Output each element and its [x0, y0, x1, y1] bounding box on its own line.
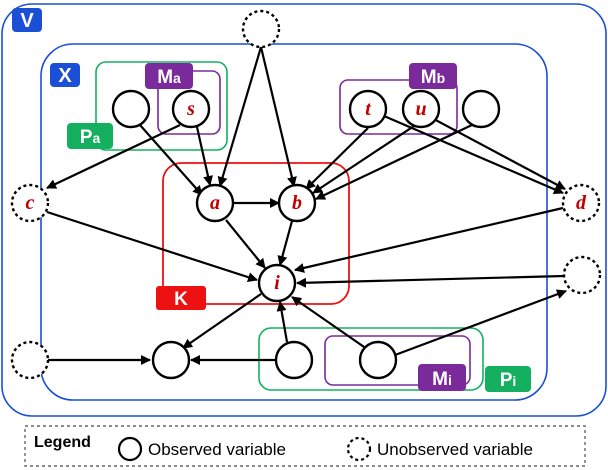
node-s: s [171, 89, 211, 129]
node-c-label: c [26, 192, 35, 214]
edges [46, 46, 567, 365]
node-t-label: t [365, 98, 372, 120]
node-bottom-observed [151, 340, 191, 380]
edge-top-to-b [259, 46, 297, 187]
tag-pa-main: P [80, 127, 93, 148]
edge-top-to-a [217, 46, 263, 187]
region-mb-box [339, 79, 458, 135]
node-a: a [195, 183, 235, 223]
edge-s-to-a [195, 126, 213, 186]
tag-ma-sub: a [173, 70, 181, 86]
node-pa-observed [111, 89, 151, 129]
node-u-label: u [415, 98, 426, 120]
edge-t-to-b [305, 127, 369, 190]
legend-unobserved-label: Unobserved variable [377, 440, 533, 459]
svg-text:Mb: Mb [421, 67, 445, 88]
svg-text:Mi: Mi [432, 369, 452, 390]
tag-mi-sub: i [448, 372, 452, 388]
region-v-box [1, 3, 607, 417]
tag-mi: Mi [418, 364, 466, 391]
edge-a-to-i [225, 219, 266, 269]
tag-pa: Pa [67, 123, 113, 149]
edge-t-to-d [383, 114, 564, 195]
node-i-label: i [274, 272, 280, 294]
tag-pi-main: P [500, 370, 513, 391]
tag-mb-main: M [421, 67, 437, 88]
region-k-box [162, 162, 350, 305]
tag-pa-sub: a [92, 130, 100, 146]
node-left-unobserved [10, 340, 50, 380]
node-pi-observed [274, 340, 314, 380]
edge-mi-obs-to-i [291, 296, 368, 350]
node-d: d [561, 183, 601, 223]
edge-mb-obs-to-b [315, 123, 475, 200]
node-d-label: d [576, 192, 587, 214]
region-mi-box [324, 335, 471, 386]
tag-x: X [50, 63, 80, 87]
tag-mb: Mb [409, 63, 457, 89]
tag-k-label: K [174, 289, 188, 310]
tag-pi: Pi [485, 366, 531, 392]
node-b-label: b [292, 192, 302, 214]
tag-k: K [156, 286, 206, 310]
edge-pi-obs-to-i [276, 301, 289, 343]
tag-ma: Ma [145, 63, 193, 89]
legend-observed-icon [117, 436, 143, 462]
tag-mi-main: M [432, 369, 448, 390]
legend-title: Legend [34, 434, 91, 451]
edge-c-to-i [46, 210, 258, 282]
edge-right-unobs-to-i [296, 274, 565, 288]
node-c: c [10, 183, 50, 223]
node-u: u [401, 89, 441, 129]
legend-unobserved-icon [346, 436, 372, 462]
legend-observed-label: Observed variable [148, 440, 286, 459]
edge-i-to-bottom-obs [182, 293, 262, 349]
svg-text:Ma: Ma [157, 67, 181, 88]
node-right-unobserved [562, 255, 602, 295]
svg-text:Pi: Pi [500, 370, 517, 391]
svg-text:Pa: Pa [80, 127, 101, 148]
legend: Legend Observed variable Unobserved vari… [24, 425, 586, 467]
edge-s-to-c [46, 124, 181, 189]
tag-ma-main: M [157, 67, 173, 88]
edge-pa-obs-to-a [139, 124, 203, 196]
edge-u-to-b [312, 125, 415, 194]
node-top-unobserved [241, 9, 281, 49]
node-i: i [257, 263, 297, 303]
edge-mi-obs-to-right-unobs [386, 289, 567, 360]
tag-mb-sub: b [437, 70, 446, 86]
node-t: t [348, 89, 388, 129]
tag-v-label: V [20, 10, 34, 32]
nodes: s t u c a b d i [10, 9, 602, 380]
node-a-label: a [210, 192, 220, 214]
edge-d-to-i [294, 206, 564, 273]
node-mi-observed [358, 340, 398, 380]
tag-v: V [12, 8, 42, 32]
node-s-label: s [186, 98, 195, 120]
edge-u-to-d [429, 116, 566, 190]
node-mb-observed [461, 89, 501, 129]
tag-x-label: X [58, 65, 72, 87]
tag-pi-sub: i [512, 373, 516, 389]
edge-b-to-i [277, 220, 294, 266]
region-x-box [40, 43, 548, 401]
node-b: b [277, 183, 317, 223]
